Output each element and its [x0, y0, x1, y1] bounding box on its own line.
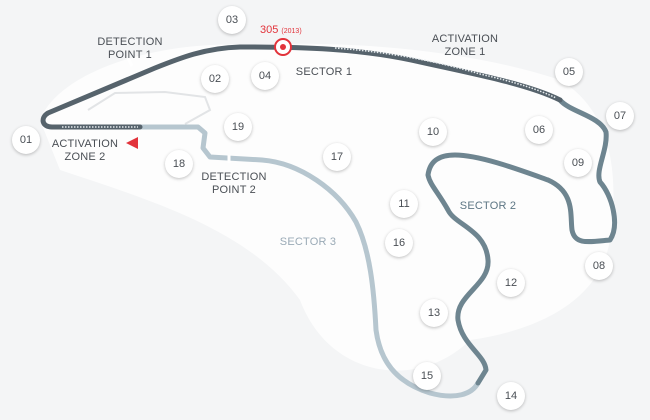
sector-1-label: SECTOR 1	[295, 66, 353, 78]
speed-trap-year: (2013)	[281, 28, 302, 35]
label-line: ZONE 2	[64, 151, 106, 163]
drs-zone-1	[334, 47, 557, 99]
label-line: POINT 1	[108, 49, 152, 61]
pit-lane	[87, 90, 212, 125]
sector-3-label: SECTOR 3	[279, 236, 337, 248]
turn-marker-06: 06	[525, 116, 553, 144]
activation-zone-1-label: ACTIVATION ZONE 1	[424, 33, 506, 59]
turn-marker-07: 07	[606, 102, 634, 130]
speed-trap-readout: 305 (2013)	[260, 24, 302, 36]
turn-marker-15: 15	[413, 362, 441, 390]
speed-trap-value: 305	[260, 24, 279, 36]
activation-zone-2-label: ACTIVATION ZONE 2	[44, 138, 126, 164]
label-line: DETECTION	[97, 36, 163, 48]
turn-marker-13: 13	[420, 299, 448, 327]
track-sector-2	[425, 97, 618, 386]
label-line: POINT 2	[212, 184, 256, 196]
turn-marker-05: 05	[555, 58, 583, 86]
label-line: ACTIVATION	[431, 33, 499, 45]
detection-point-2-label: DETECTION POINT 2	[196, 171, 272, 197]
turn-marker-11: 11	[390, 190, 418, 218]
start-arrow-icon	[126, 137, 138, 149]
turn-marker-03: 03	[218, 6, 246, 34]
turn-marker-09: 09	[564, 149, 592, 177]
detection-marker-1	[126, 57, 134, 67]
turn-marker-19: 19	[224, 113, 252, 141]
track-sector-1	[40, 44, 563, 130]
turn-marker-08: 08	[585, 252, 613, 280]
label-line: ACTIVATION	[51, 138, 119, 150]
turn-marker-18: 18	[165, 150, 193, 178]
detection-point-1-label: DETECTION POINT 1	[92, 36, 168, 62]
turn-marker-16: 16	[385, 229, 413, 257]
sector-2-label: SECTOR 2	[459, 200, 517, 212]
label-line: DETECTION	[201, 171, 267, 183]
turn-marker-10: 10	[419, 118, 447, 146]
turn-marker-04: 04	[251, 62, 279, 90]
turn-marker-12: 12	[497, 269, 525, 297]
speed-trap-target-icon	[274, 38, 292, 56]
turn-marker-17: 17	[323, 143, 351, 171]
turn-marker-14: 14	[497, 382, 525, 410]
turn-marker-01: 01	[12, 126, 40, 154]
turn-marker-02: 02	[201, 65, 229, 93]
label-line: ZONE 1	[444, 46, 486, 58]
track-sector-3	[137, 124, 481, 399]
